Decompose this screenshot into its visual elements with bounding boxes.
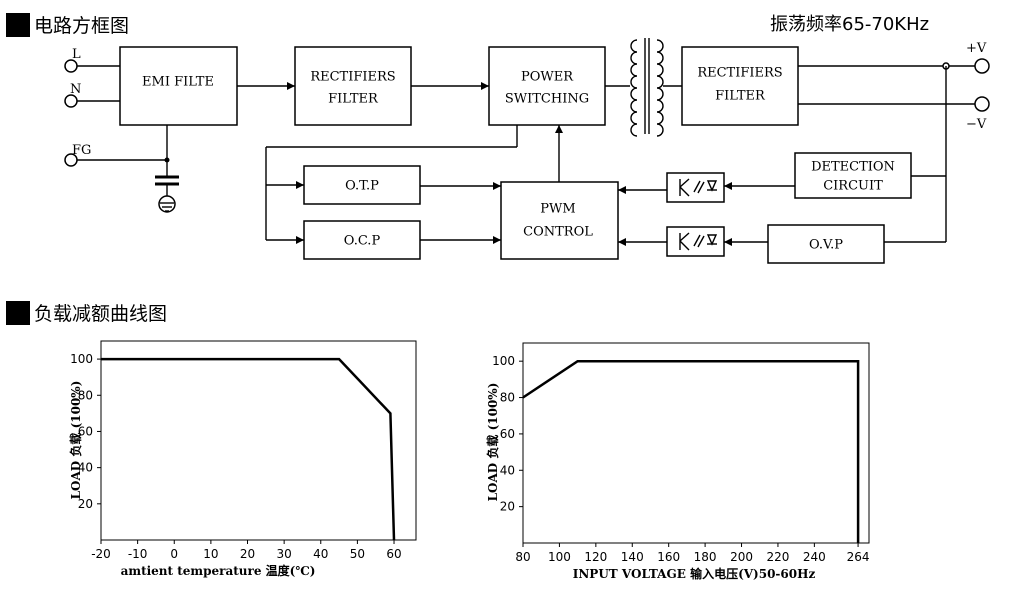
x-tick-label: 220 [766,550,789,564]
y-axis-label: LOAD 负载 (100%) [485,383,500,502]
y-tick-label: 40 [500,463,515,477]
power-switching-block [488,46,606,126]
y-tick-label: 20 [500,500,515,514]
detection-circuit-line2: CIRCUIT [823,179,883,194]
ovp-label: O.V.P [809,238,843,253]
ground-capacitor-icon [155,175,179,213]
x-tick-label: 80 [515,550,530,564]
x-tick-label: 140 [621,550,644,564]
terminal-plus-v [974,58,990,74]
x-tick-label: 0 [170,547,178,561]
voltage-derating-chart: LOAD 负载 (100%) INPUT VOLTAGE 输入电压(V)50-6… [485,342,870,581]
x-tick-label: 200 [730,550,753,564]
pwm-control-block [500,181,619,260]
terminal-n-label: N [70,82,81,97]
x-tick-label: 120 [584,550,607,564]
y-tick-label: 80 [78,388,93,402]
x-tick-label: 20 [240,547,255,561]
x-tick-label: 160 [657,550,680,564]
x-axis-label: INPUT VOLTAGE 输入电压(V)50-60Hz [573,566,816,581]
y-tick-label: 40 [78,461,93,475]
x-axis-label: amtient temperature 温度(℃) [121,563,316,578]
y-tick-label: 60 [500,427,515,441]
x-tick-label: -10 [128,547,148,561]
input-rectifier-block [294,46,412,126]
ocp-block [303,220,421,260]
x-tick-label: 30 [276,547,291,561]
pwm-control-line1: PWM [540,202,575,217]
x-tick-label: 240 [803,550,826,564]
input-rectifier-line2: FILTER [328,92,379,107]
optocoupler-icon-bottom [666,226,725,257]
derating-curve [522,359,860,543]
input-rectifier-line1: RECTIFIERS [310,70,395,85]
x-tick-label: -20 [91,547,111,561]
otp-label: O.T.P [345,179,379,194]
power-switching-line2: SWITCHING [505,92,589,107]
block-diagram-title: 电路方框图 [34,15,130,37]
x-tick-label: 10 [203,547,218,561]
y-tick-label: 100 [492,354,515,368]
optocoupler-icon-top [666,172,725,203]
derating-curve [101,357,396,541]
x-tick-label: 264 [847,550,870,564]
ocp-label: O.C.P [344,234,381,249]
detection-circuit-line1: DETECTION [811,160,895,175]
power-switching-line1: POWER [521,70,574,85]
transformer-icon [630,38,664,137]
temperature-derating-chart: LOAD 负载 (100%) amtient temperature 温度(℃)… [68,340,417,578]
block-diagram-heading: 电路方框图 [6,11,129,38]
x-tick-label: 100 [548,550,571,564]
detection-circuit-block [794,152,912,199]
x-tick-label: 60 [386,547,401,561]
x-tick-label: 180 [694,550,717,564]
terminal-plus-v-label: +V [966,41,987,56]
output-rectifier-block [681,46,799,126]
x-tick-label: 40 [313,547,328,561]
black-square-icon [6,300,30,325]
y-tick-label: 100 [70,352,93,366]
derating-title: 负载减额曲线图 [34,303,168,325]
emi-filter-label: EMI FILTE [142,75,214,90]
block-diagram: L N FG EMI FILTE RECTIFIERS FILTER POWER… [64,38,990,264]
y-tick-label: 60 [78,424,93,438]
x-tick-label: 50 [350,547,365,561]
plot-frame [100,340,417,541]
terminal-l-label: L [72,47,81,62]
frequency-note: 振荡频率65-70KHz [770,14,930,35]
black-square-icon [6,12,30,37]
derating-heading: 负载减额曲线图 [6,299,167,326]
terminal-minus-v-label: −V [966,117,987,132]
output-rectifier-line2: FILTER [715,89,766,104]
pwm-control-line2: CONTROL [523,225,593,240]
terminal-fg-label: FG [72,143,91,158]
terminal-minus-v [974,96,990,112]
otp-block [303,165,421,205]
plot-frame [522,342,870,544]
y-axis-label: LOAD 负载 (100%) [68,381,83,500]
ovp-block [767,224,885,264]
output-rectifier-line1: RECTIFIERS [697,66,782,81]
y-tick-label: 20 [78,497,93,511]
y-tick-label: 80 [500,391,515,405]
